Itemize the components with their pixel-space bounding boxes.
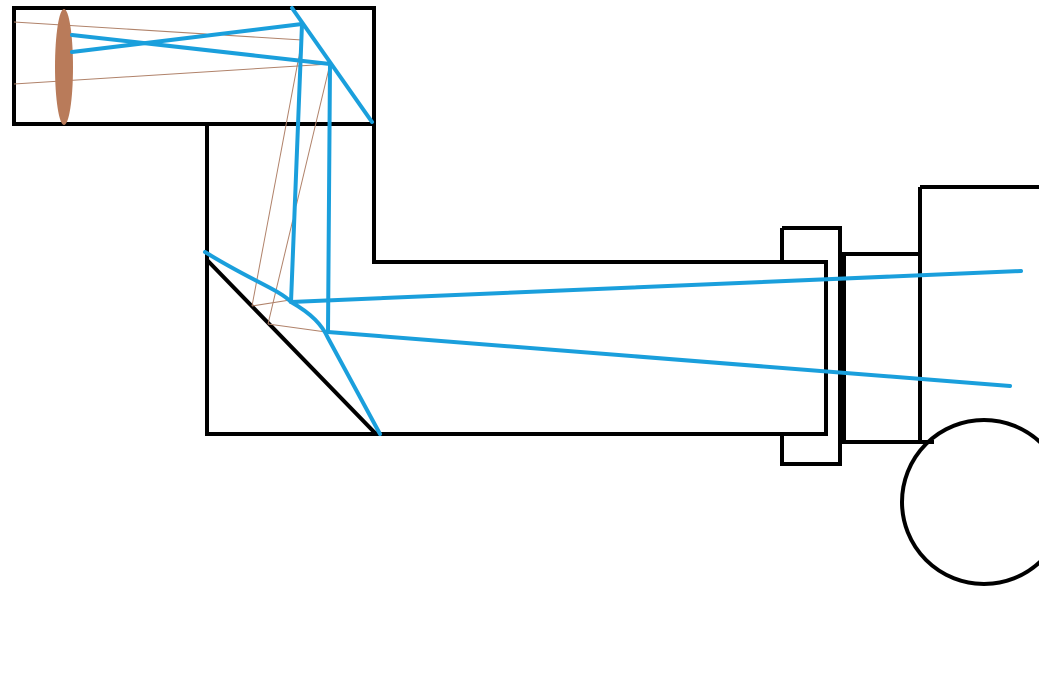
vertical-tube: [205, 124, 828, 436]
light-ray: [289, 269, 1023, 304]
light-ray: [326, 330, 1012, 388]
housing-outline: [12, 6, 1039, 586]
light-ray: [326, 62, 332, 334]
light-rays: [70, 6, 1023, 436]
round-knob: [900, 418, 1039, 586]
thin-ray: [267, 63, 331, 325]
thin-ray: [251, 39, 303, 307]
light-ray: [289, 22, 304, 304]
lens: [55, 9, 73, 125]
thin-ray: [251, 299, 291, 307]
upper-fold-mirror: [290, 6, 374, 124]
adapter-collar: [780, 226, 842, 466]
light-ray: [70, 22, 304, 54]
light-ray: [70, 33, 332, 66]
thin-ray: [267, 323, 327, 333]
lower-fold-mirror: [205, 258, 378, 436]
